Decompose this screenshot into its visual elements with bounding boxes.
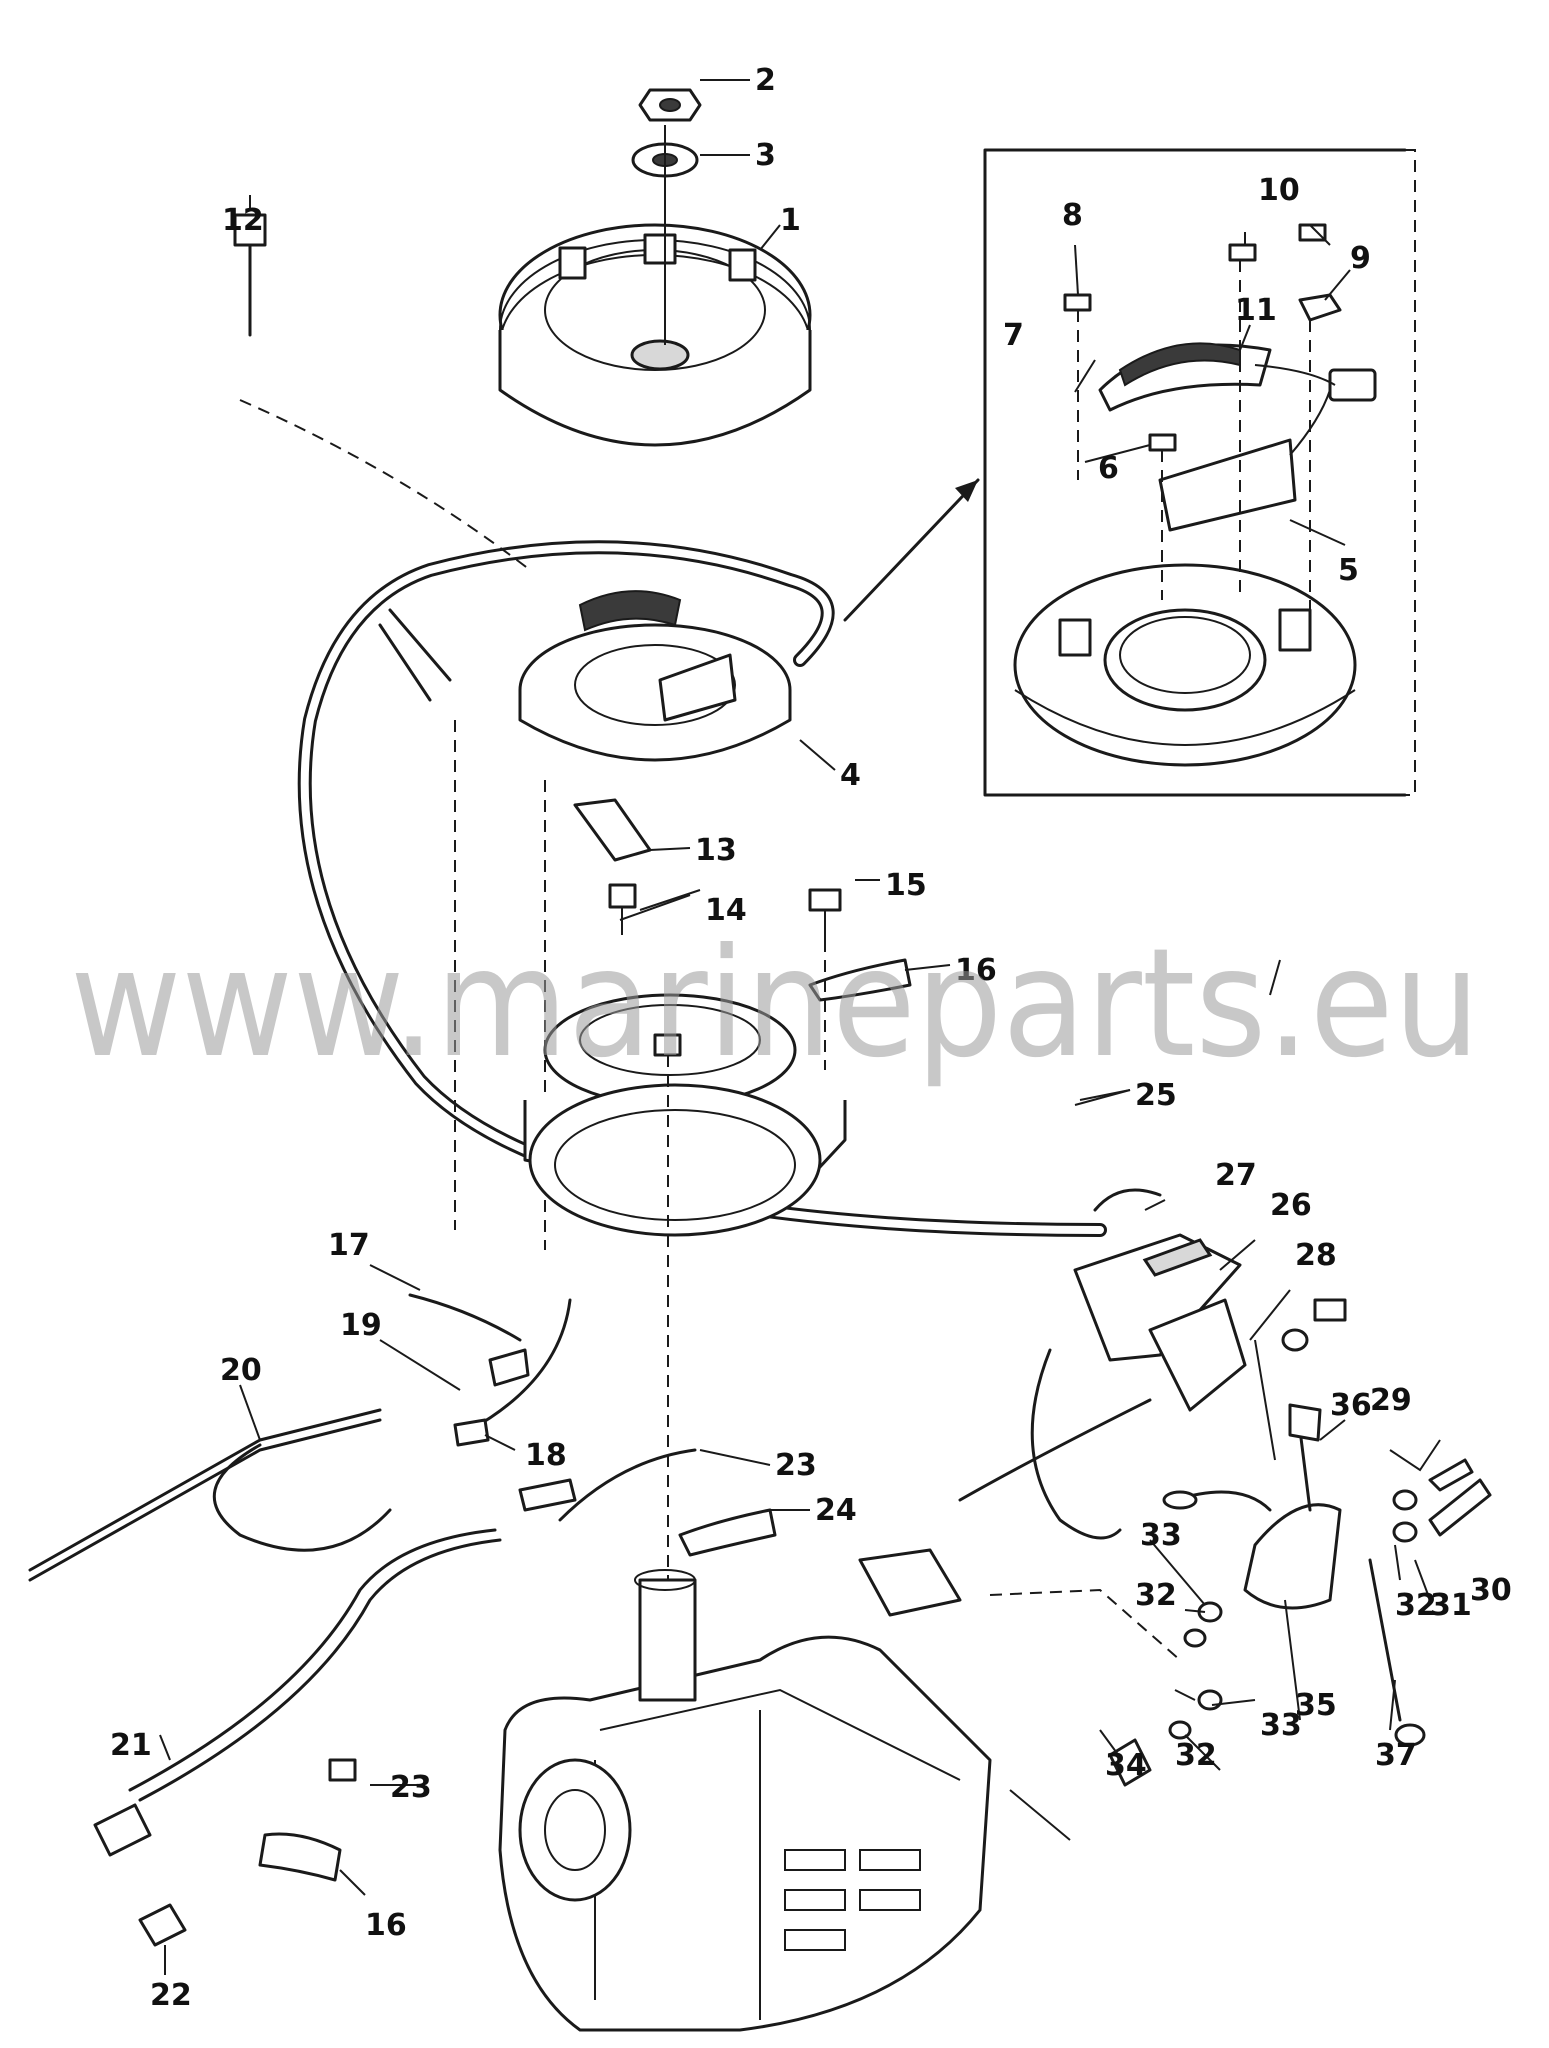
watermark: www.marineparts.eu	[70, 917, 1480, 1091]
callout-26: 26	[1270, 1188, 1312, 1223]
callout-8: 8	[1062, 198, 1083, 233]
callout-22: 22	[150, 1978, 192, 2013]
callout-33-bottom: 33	[1260, 1708, 1302, 1743]
callout-5: 5	[1338, 553, 1359, 588]
callout-18: 18	[525, 1438, 567, 1473]
callout-35: 35	[1295, 1688, 1337, 1723]
callout-labels: 1 2 3 4 5 6 7 8 9 10 11 12 13 14 15 16 1…	[110, 63, 1512, 2013]
leader-lines	[159, 79, 1441, 1975]
callout-12: 12	[222, 203, 264, 238]
callout-29: 29	[1370, 1383, 1412, 1418]
callout-34: 34	[1105, 1748, 1147, 1783]
callout-31: 31	[1430, 1588, 1472, 1623]
callout-19: 19	[340, 1308, 382, 1343]
flywheel	[498, 88, 812, 447]
callout-23-bottom: 23	[390, 1770, 432, 1805]
callout-17: 17	[328, 1228, 370, 1263]
callout-32-right: 32	[1395, 1588, 1437, 1623]
pulser-coil-group	[233, 213, 912, 1070]
callout-9: 9	[1350, 241, 1371, 276]
callout-10: 10	[1258, 173, 1300, 208]
callout-37: 37	[1375, 1738, 1417, 1773]
callout-23-top: 23	[775, 1448, 817, 1483]
callout-4: 4	[840, 758, 861, 793]
callout-14: 14	[705, 893, 747, 928]
base-ring	[523, 993, 847, 1740]
ignition-coil-group	[1108, 1403, 1492, 1787]
callout-32-lower: 32	[1175, 1738, 1217, 1773]
callout-20: 20	[220, 1353, 262, 1388]
callout-30: 30	[1470, 1573, 1512, 1608]
cdi-unit-group	[958, 1188, 1347, 1540]
callout-1: 1	[780, 203, 801, 238]
callout-11: 11	[1235, 293, 1277, 328]
callout-15: 15	[885, 868, 927, 903]
callout-16-bottom: 16	[365, 1908, 407, 1943]
callout-27: 27	[1215, 1158, 1257, 1193]
callout-16-top: 16	[955, 953, 997, 988]
wire-harnesses	[28, 1293, 777, 1947]
callout-25: 25	[1135, 1078, 1177, 1113]
callout-21: 21	[110, 1728, 152, 1763]
callout-13: 13	[695, 833, 737, 868]
callout-28: 28	[1295, 1238, 1337, 1273]
stator-detail-inset	[843, 148, 1416, 797]
callout-6: 6	[1098, 451, 1119, 486]
callout-24: 24	[815, 1493, 857, 1528]
callout-3: 3	[755, 138, 776, 173]
powerhead-block	[498, 1548, 1181, 2032]
callout-7: 7	[1003, 318, 1024, 353]
callout-32-mid: 32	[1135, 1578, 1177, 1613]
callout-36: 36	[1330, 1388, 1372, 1423]
callout-2: 2	[755, 63, 776, 98]
callout-33-top: 33	[1140, 1518, 1182, 1553]
